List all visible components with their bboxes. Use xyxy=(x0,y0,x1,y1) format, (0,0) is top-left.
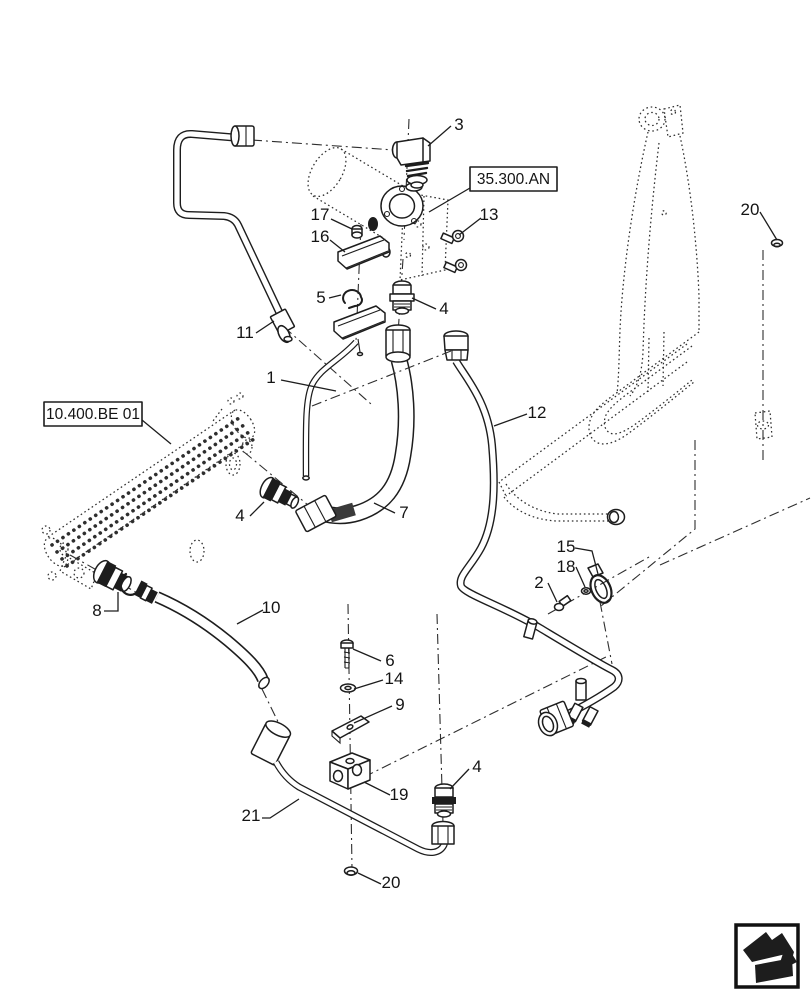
callout-8: 8 xyxy=(92,601,101,620)
callout-20-bottom: 20 xyxy=(382,873,401,892)
hose-7 xyxy=(295,324,415,533)
bolt-6-washer-14 xyxy=(339,639,357,693)
callout-15: 15 xyxy=(557,537,576,556)
callout-6: 6 xyxy=(385,651,394,670)
callout-7: 7 xyxy=(399,503,408,522)
callout-2: 2 xyxy=(534,573,543,592)
callout-12: 12 xyxy=(528,403,547,422)
fitting-4-left xyxy=(259,476,300,509)
fitting-8-coupler xyxy=(92,559,138,596)
clamp-hardware-16-17-5 xyxy=(333,224,390,357)
callout-4-b: 4 xyxy=(235,506,244,525)
bolts-13 xyxy=(440,229,468,274)
ref-box-35-300-an[interactable]: 35.300.AN xyxy=(469,166,558,192)
callout-1: 1 xyxy=(266,368,275,387)
callout-9: 9 xyxy=(395,695,404,714)
ref-box-10-400-be-01[interactable]: 10.400.BE 01 xyxy=(43,401,143,427)
callout-4-a: 4 xyxy=(439,299,448,318)
clamp-block-19 xyxy=(329,752,371,790)
radiator-reference xyxy=(41,392,256,590)
callout-17: 17 xyxy=(311,205,330,224)
filter-valve-reference xyxy=(307,146,449,281)
clamp-15-hardware xyxy=(553,563,613,612)
callout-20-top: 20 xyxy=(741,200,760,219)
ref-box-10-400-be-01-label[interactable]: 10.400.BE 01 xyxy=(46,406,140,423)
hose-10 xyxy=(134,580,270,690)
callout-10: 10 xyxy=(262,598,281,617)
nuts-20 xyxy=(343,238,784,876)
ref-box-35-300-an-label[interactable]: 35.300.AN xyxy=(477,171,550,188)
callout-18: 18 xyxy=(557,557,576,576)
tube-11 xyxy=(173,125,296,344)
callout-16: 16 xyxy=(311,227,330,246)
callout-21: 21 xyxy=(242,806,261,825)
construction-line-over xyxy=(311,350,452,407)
elbow-fitting-3 xyxy=(391,137,431,189)
fitting-4-bottom xyxy=(432,783,456,818)
plate-9 xyxy=(331,715,370,745)
tube-1 xyxy=(302,339,359,481)
sleeve-tube-21 xyxy=(250,720,455,856)
callout-14: 14 xyxy=(385,669,404,688)
callout-4-c: 4 xyxy=(472,757,481,776)
callout-13: 13 xyxy=(480,205,499,224)
tube-12 xyxy=(443,330,623,737)
callout-labels: 3 17 16 13 5 4 11 1 12 4 7 15 18 2 8 10 … xyxy=(92,115,759,892)
callout-19: 19 xyxy=(390,785,409,804)
leader-lines xyxy=(104,125,778,885)
continuation-arrow-icon[interactable] xyxy=(734,923,800,989)
construction-lines xyxy=(69,118,811,870)
frame-reference xyxy=(498,104,773,526)
callout-11: 11 xyxy=(236,323,254,342)
callout-3: 3 xyxy=(454,115,463,134)
callout-5: 5 xyxy=(316,288,325,307)
fitting-4-top xyxy=(389,280,415,315)
